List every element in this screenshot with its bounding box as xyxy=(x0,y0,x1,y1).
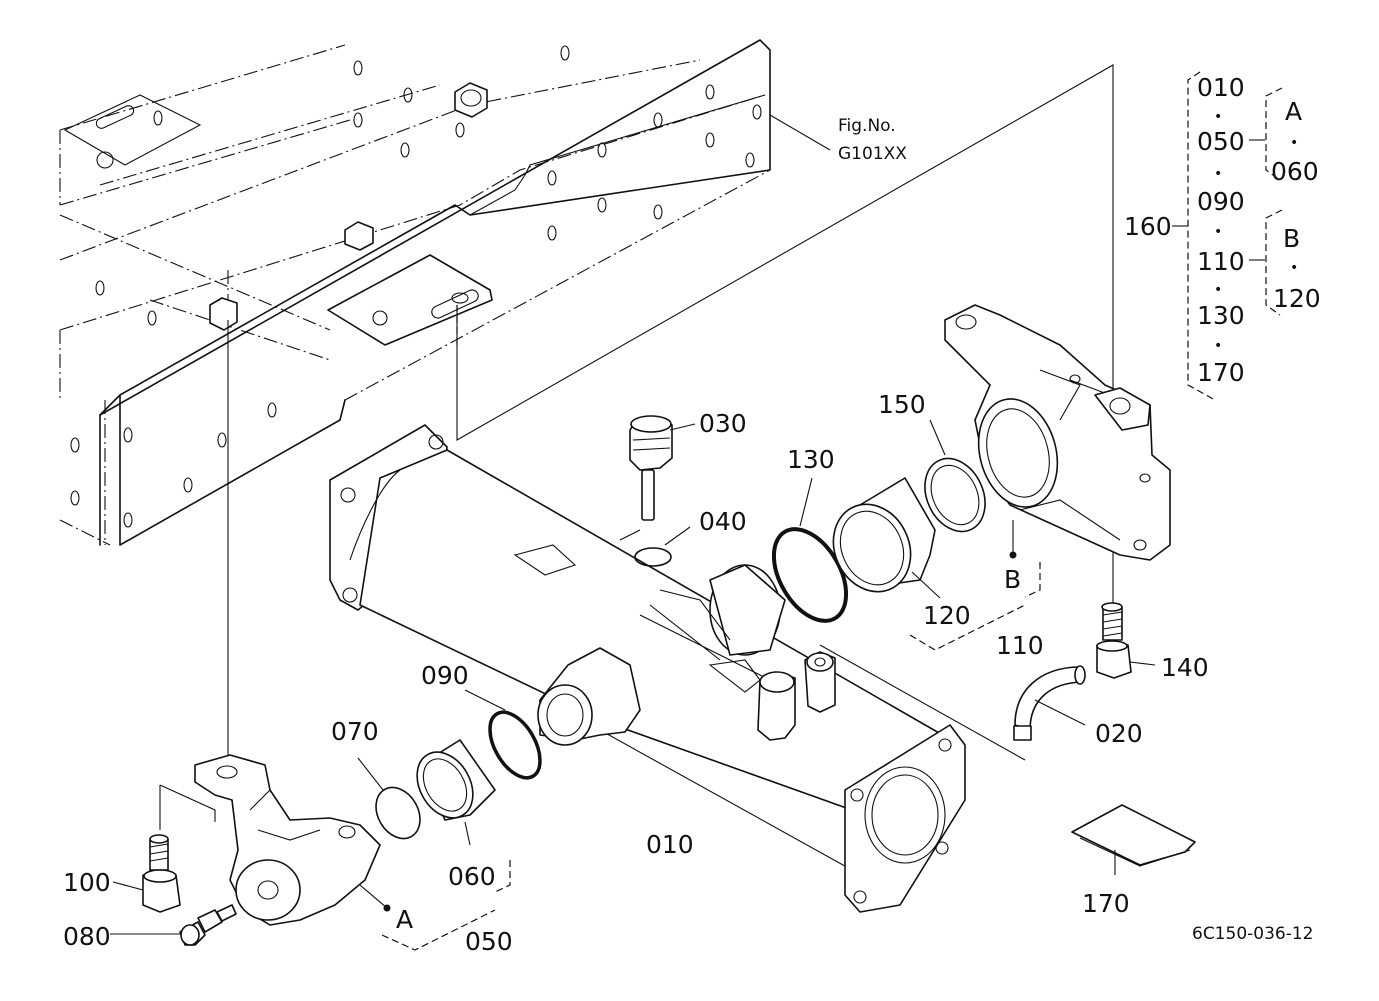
part-150-thrust-washer xyxy=(924,419,986,533)
part-060-bushing xyxy=(416,739,496,846)
assembly-item-090: 090 xyxy=(1197,187,1245,216)
part-140-bolt xyxy=(1096,602,1156,679)
callout-010: 010 xyxy=(646,830,694,859)
assembly-bullet: • xyxy=(1214,224,1222,240)
part-170-decal xyxy=(1071,804,1196,875)
assembly-bullet: • xyxy=(1214,338,1222,354)
part-050-left-bracket xyxy=(194,754,391,926)
callout-030: 030 xyxy=(699,409,747,438)
assembly-bullet: • xyxy=(1214,166,1222,182)
part-030-breather xyxy=(629,415,696,521)
callout-020: 020 xyxy=(1095,719,1143,748)
callout-100: 100 xyxy=(63,868,111,897)
figure-ref-line2: G101XX xyxy=(838,144,907,164)
callout-060: 060 xyxy=(448,862,496,891)
callout-150: 150 xyxy=(878,390,926,419)
callout-090: 090 xyxy=(421,661,469,690)
assembly-bullet: • xyxy=(1290,260,1298,276)
assembly-group-b-item-120: 120 xyxy=(1273,284,1321,313)
callout-120: 120 xyxy=(923,601,971,630)
figure-ref-line1: Fig.No. xyxy=(838,116,896,136)
assembly-item-170: 170 xyxy=(1197,358,1245,387)
bracket-050-group xyxy=(381,860,511,951)
assembly-item-010: 010 xyxy=(1197,73,1245,102)
callout-050: 050 xyxy=(465,927,513,956)
part-160-right-bracket xyxy=(944,304,1171,561)
assembly-group-a-item-060: 060 xyxy=(1271,157,1319,186)
bracket-110-group xyxy=(909,562,1041,651)
assembly-bullet: • xyxy=(1214,282,1222,298)
part-120-bushing xyxy=(832,477,941,599)
frame-reference xyxy=(59,39,831,546)
callout-140: 140 xyxy=(1161,653,1209,682)
part-100-bolt xyxy=(112,834,181,913)
part-020-pipe xyxy=(1013,665,1086,741)
part-080-grease-fitting xyxy=(110,904,237,946)
part-010-axle-housing xyxy=(329,424,966,913)
assembly-group-a-label: A xyxy=(1285,97,1302,126)
marker-a: A xyxy=(396,905,413,934)
assembly-group-b-label: B xyxy=(1283,224,1300,253)
marker-b: B xyxy=(1004,565,1021,594)
drawing-code: 6C150-036-12 xyxy=(1192,924,1313,944)
part-040-o-ring xyxy=(634,526,691,567)
part-090-o-ring xyxy=(464,689,542,780)
callout-080: 080 xyxy=(63,922,111,951)
callout-040: 040 xyxy=(699,507,747,536)
assembly-composition: 160 010 • 050 • 090 • 110 • 130 • 170 A … xyxy=(1124,71,1321,401)
assembly-bullet: • xyxy=(1290,135,1298,151)
assembly-parent-160: 160 xyxy=(1124,212,1172,241)
callout-070: 070 xyxy=(331,717,379,746)
part-070-cap xyxy=(357,757,421,840)
callout-130: 130 xyxy=(787,445,835,474)
callout-170: 170 xyxy=(1082,889,1130,918)
callout-110: 110 xyxy=(996,631,1044,660)
assembly-item-130: 130 xyxy=(1197,301,1245,330)
callout-labels: 030 040 130 150 120 110 140 020 170 010 … xyxy=(63,390,1209,956)
assembly-item-050: 050 xyxy=(1197,127,1245,156)
part-130-o-ring xyxy=(771,477,849,623)
assembly-bullet: • xyxy=(1214,109,1222,125)
assembly-item-110: 110 xyxy=(1197,247,1245,276)
